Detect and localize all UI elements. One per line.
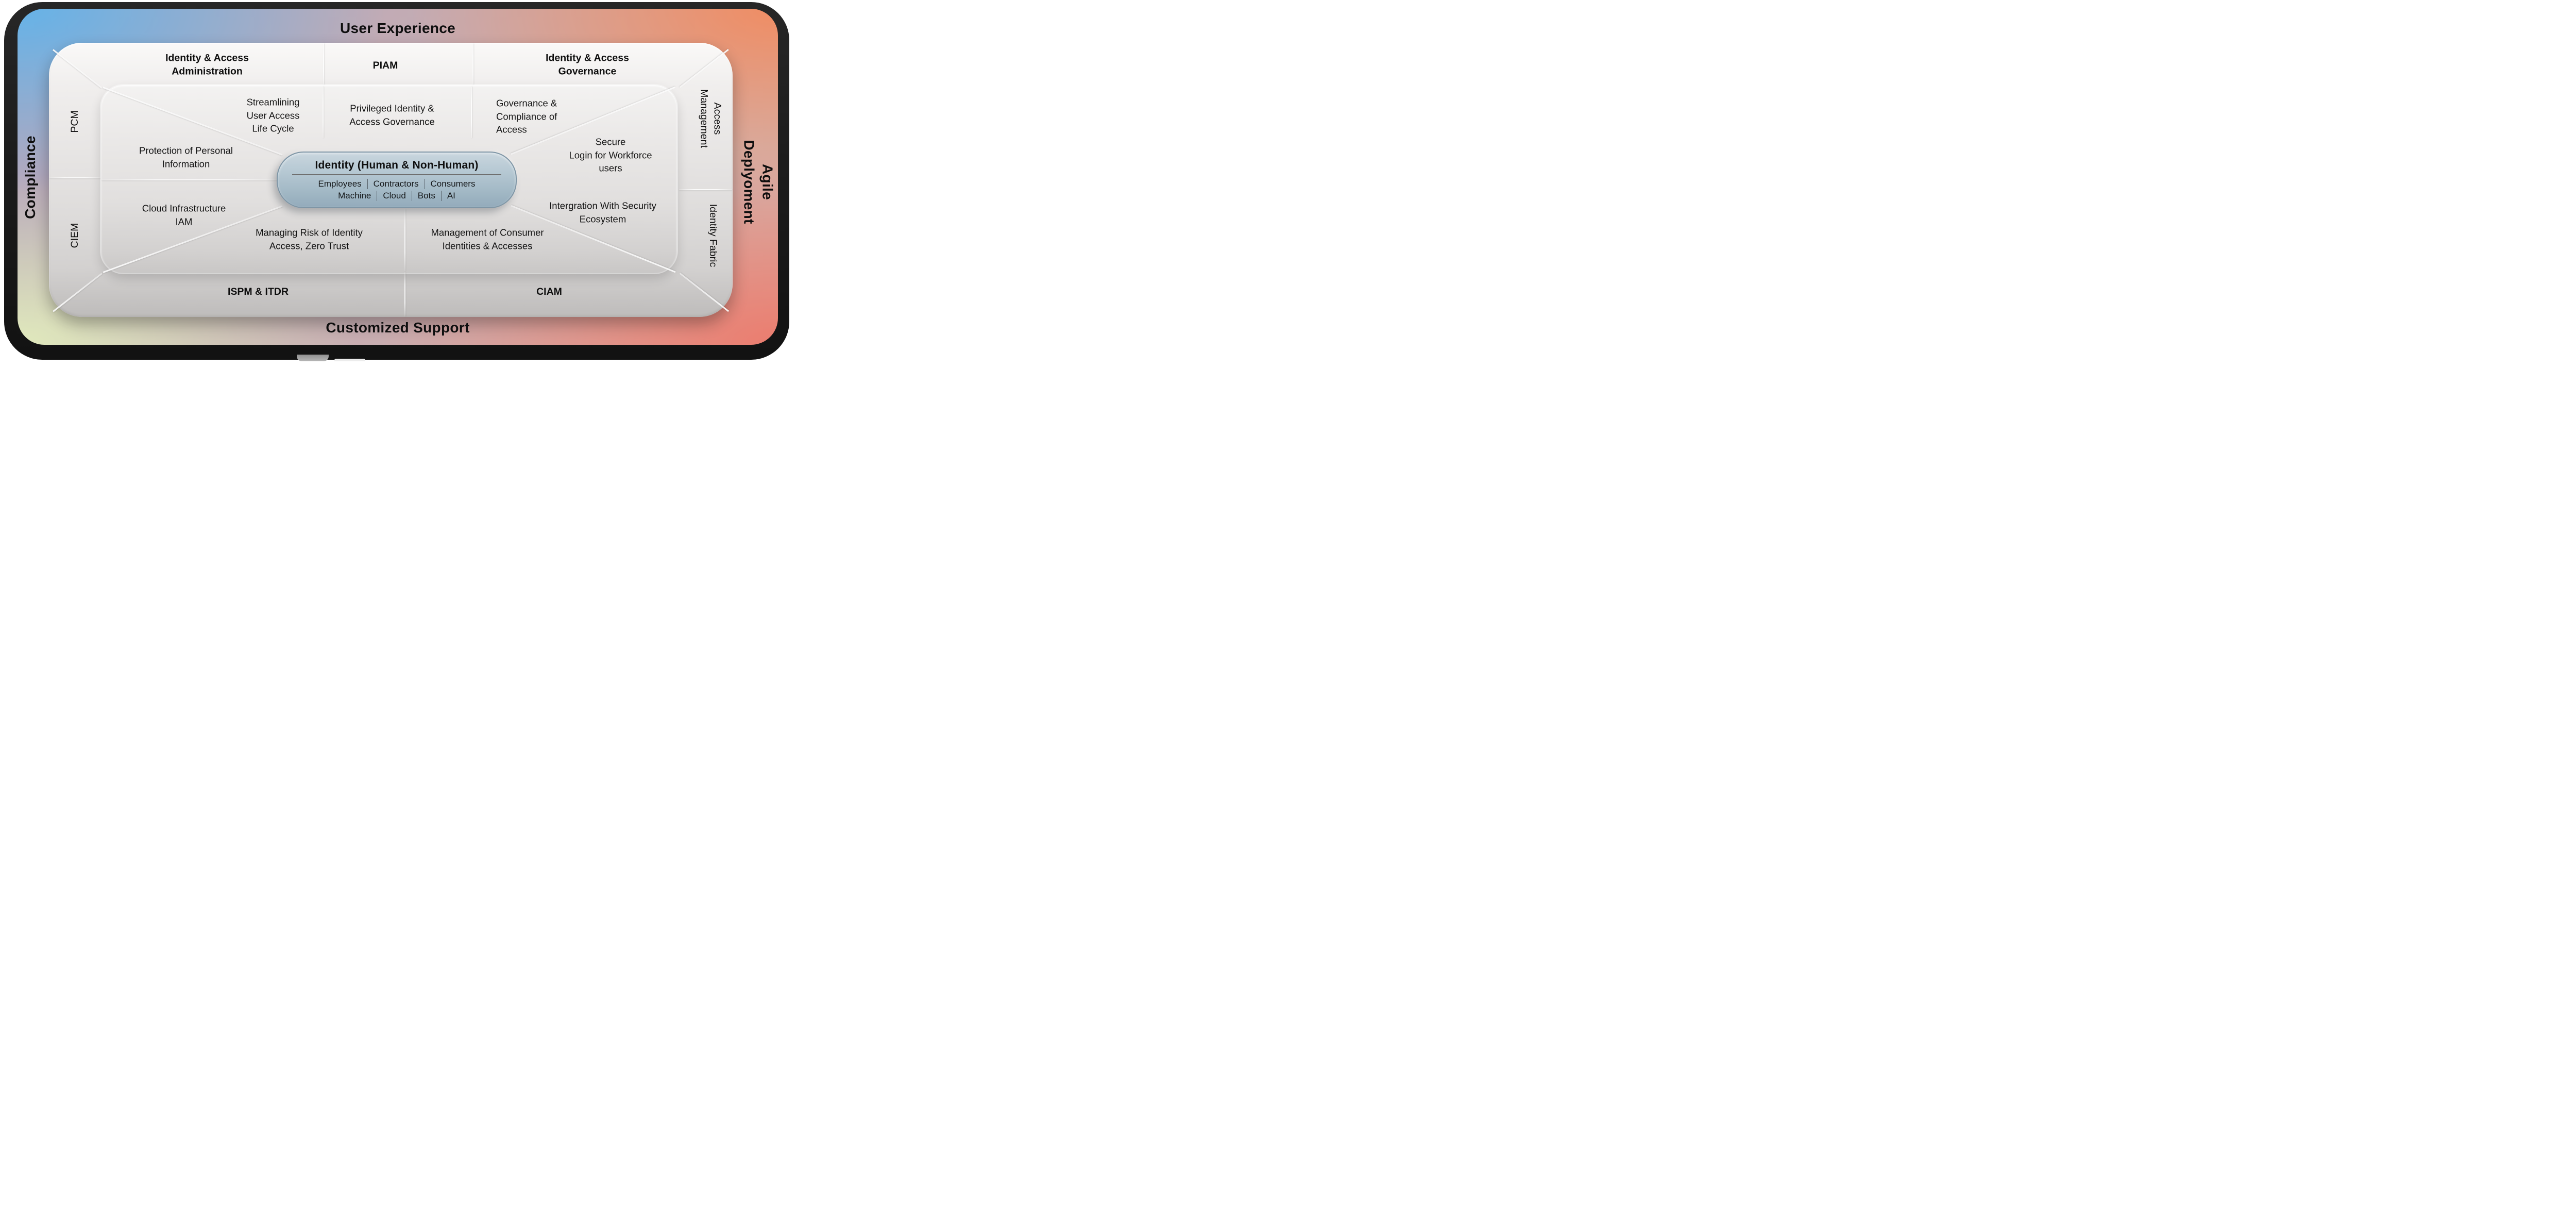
pill-title: Identity (Human & Non-Human) — [315, 159, 479, 171]
ring-label-ciam: CIAM — [536, 286, 562, 298]
list-item: Bots — [417, 190, 435, 200]
list-item: Cloud — [383, 190, 406, 200]
capability-management-consumer-identities: Management of Consumer Identities & Acce… — [431, 227, 544, 251]
capability-governance-compliance-access: Governance & Compliance of Access — [496, 97, 557, 135]
bottom-stand-notch — [297, 355, 329, 361]
list-item: Machine — [338, 190, 371, 200]
pill-human-identity-types: Employees Contractors Consumers — [318, 178, 476, 189]
capability-privileged-identity-governance: Privileged Identity & Access Governance — [349, 103, 435, 127]
capability-managing-risk-zero-trust: Managing Risk of Identity Access, Zero T… — [256, 227, 363, 251]
ring-label-identity-fabric: Identity Fabric — [707, 204, 719, 267]
capability-secure-login-workforce: Secure Login for Workforce users — [569, 136, 652, 174]
list-item: AI — [447, 190, 455, 200]
capability-protection-personal-information: Protection of Personal Information — [139, 145, 233, 169]
edge-label-customized-support: Customized Support — [326, 319, 470, 336]
capability-integration-security-ecosystem: Intergration With Security Ecosystem — [549, 200, 656, 224]
ring-label-ispm-itdr: ISPM & ITDR — [227, 286, 289, 298]
capability-streamlining-user-access: Streamlining User Access Life Cycle — [246, 96, 300, 134]
list-item: Employees — [318, 178, 362, 189]
list-item: Consumers — [430, 178, 476, 189]
ring-label-identity-access-administration: Identity & Access Administration — [165, 52, 249, 77]
capability-cloud-infrastructure-iam: Cloud Infrastructure IAM — [142, 203, 226, 227]
ring-label-pcm: PCM — [69, 110, 81, 133]
ring-label-ciem: CIEM — [69, 223, 81, 248]
pill-divider-line — [292, 174, 502, 175]
edge-label-agile-deployment: Agile Deplyoment — [741, 140, 776, 224]
list-separator — [367, 178, 368, 189]
iam-framework-diagram: User Experience Compliance Agile Deplyom… — [0, 0, 793, 361]
edge-label-compliance: Compliance — [22, 136, 38, 219]
ring-label-piam: PIAM — [372, 60, 398, 72]
list-item: Contractors — [373, 178, 419, 189]
identity-core-pill: Identity (Human & Non-Human) Employees Co… — [277, 152, 517, 208]
list-separator — [440, 190, 442, 201]
pill-nonhuman-identity-types: Machine Cloud Bots AI — [338, 190, 455, 201]
bottom-stand-sliver — [334, 359, 365, 361]
edge-label-user-experience: User Experience — [340, 20, 455, 36]
ring-label-identity-access-governance: Identity & Access Governance — [546, 52, 629, 77]
ring-label-access-management: Access Management — [699, 89, 723, 148]
